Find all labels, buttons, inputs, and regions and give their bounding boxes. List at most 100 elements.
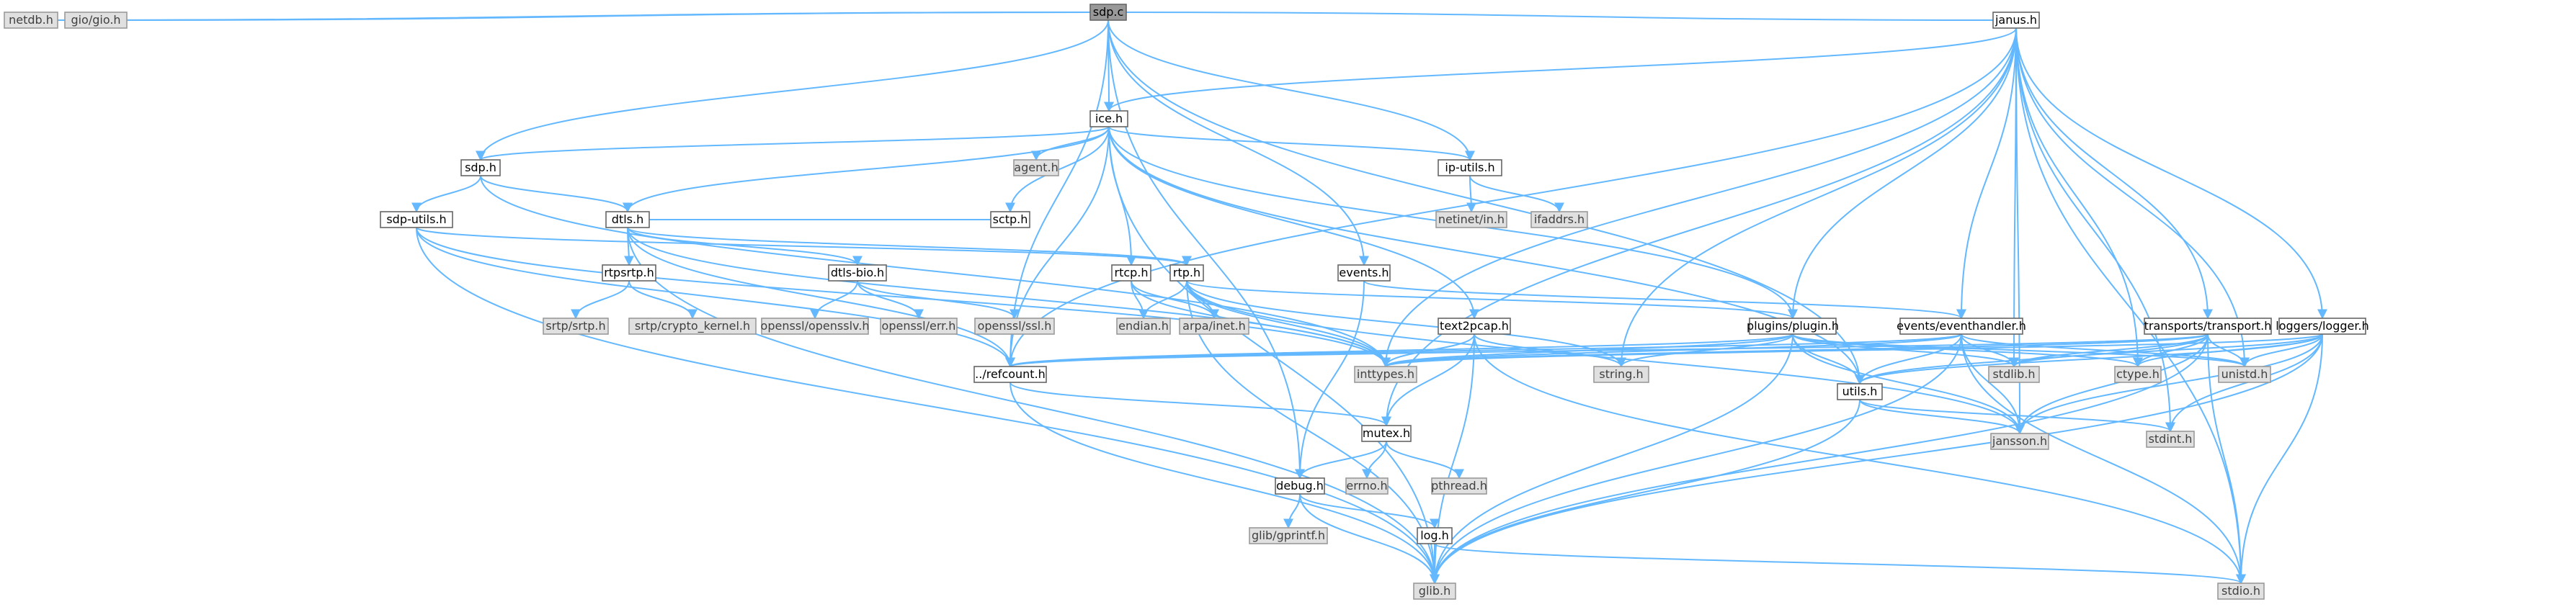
- node-ifaddrs: ifaddrs.h: [1530, 211, 1588, 228]
- node-utils[interactable]: utils.h: [1837, 383, 1883, 400]
- node-box: [1837, 383, 1883, 400]
- node-label: string.h: [1599, 367, 1643, 381]
- node-label: pthread.h: [1431, 479, 1487, 493]
- node-inttypes: inttypes.h: [1354, 366, 1417, 383]
- edge-janus-to-inttypes: [1381, 27, 2017, 368]
- node-label: rtp.h: [1173, 266, 1200, 279]
- node-box: [1345, 477, 1389, 495]
- edge-sdp-to-inttypes: [480, 175, 1391, 368]
- node-logger[interactable]: loggers/logger.h: [2276, 318, 2369, 335]
- node-label: stdlib.h: [1992, 367, 2035, 381]
- node-sdp-c[interactable]: sdp.c: [1089, 4, 1127, 21]
- node-label: ip-utils.h: [1445, 161, 1494, 174]
- node-box: [2146, 431, 2195, 448]
- node-srtpsrtp: srtp/srtp.h: [543, 318, 609, 335]
- node-box: [1530, 211, 1588, 228]
- node-text2pcap[interactable]: text2pcap.h: [1438, 318, 1511, 335]
- node-rtpsrtp[interactable]: rtpsrtp.h: [602, 264, 656, 282]
- node-transport[interactable]: transports/transport.h: [2144, 318, 2272, 335]
- edge-eventhandler-to-jansson: [1961, 333, 2025, 435]
- edge-eventhandler-to-glib: [1430, 333, 1962, 585]
- edge-sdp-to-sdputils: [411, 175, 481, 213]
- node-box: [828, 264, 887, 282]
- edge-janus-to-eventhandler: [1956, 27, 2017, 320]
- node-label: sdp-utils.h: [386, 212, 446, 226]
- node-sctp[interactable]: sctp.h: [990, 211, 1030, 228]
- node-refcount[interactable]: ../refcount.h: [973, 366, 1047, 383]
- node-label: mutex.h: [1363, 426, 1410, 440]
- edge-logger-to-utils: [1855, 333, 2323, 385]
- node-events[interactable]: events.h: [1337, 264, 1391, 282]
- edge-sdp_c-to-debug: [1107, 19, 1305, 480]
- edge-rtpsrtp-to-srtpcryptokernel: [628, 280, 698, 320]
- node-box: [974, 318, 1055, 335]
- node-box: [1749, 318, 1837, 335]
- node-janus[interactable]: janus.h: [1992, 12, 2040, 29]
- node-endian: endian.h: [1116, 318, 1171, 335]
- edge-mutex-to-errno: [1362, 441, 1387, 480]
- node-rtp[interactable]: rtp.h: [1169, 264, 1204, 282]
- node-sdp[interactable]: sdp.h: [460, 159, 501, 176]
- edge-text2pcap-to-stdio: [1474, 333, 2246, 585]
- node-box: [605, 211, 650, 228]
- node-label: ctype.h: [2116, 367, 2160, 381]
- node-box: [1413, 583, 1456, 600]
- node-stdint: stdint.h: [2146, 431, 2195, 448]
- node-label: debug.h: [1276, 479, 1324, 493]
- node-box: [1593, 366, 1649, 383]
- node-box: [2217, 583, 2265, 600]
- node-box: [1417, 527, 1453, 544]
- node-debug[interactable]: debug.h: [1275, 477, 1325, 495]
- node-mutex[interactable]: mutex.h: [1361, 425, 1412, 442]
- node-unistd: unistd.h: [2218, 366, 2271, 383]
- edge-utils-to-glib: [1430, 399, 1860, 585]
- node-arpainet: arpa/inet.h: [1179, 318, 1249, 335]
- edge-debug-to-glib: [1299, 493, 1440, 585]
- node-label: srtp/srtp.h: [545, 319, 605, 333]
- node-box: [761, 318, 869, 335]
- edge-sdp_c-to-refcount: [1005, 19, 1109, 368]
- edge-mutex-to-pthread: [1386, 441, 1464, 480]
- edge-sdp-to-dtls: [480, 175, 633, 213]
- node-log[interactable]: log.h: [1417, 527, 1453, 544]
- node-label: unistd.h: [2221, 367, 2268, 381]
- node-label: transports/transport.h: [2144, 319, 2272, 333]
- node-dtls[interactable]: dtls.h: [605, 211, 650, 228]
- edge-text2pcap-to-string: [1474, 333, 1626, 368]
- edge-janus-to-pluginsplugin: [1788, 27, 2017, 320]
- edge-text2pcap-to-glib: [1430, 333, 1475, 585]
- node-ctype: ctype.h: [2114, 366, 2162, 383]
- edge-log-to-stdio: [1434, 543, 2246, 585]
- edge-events-to-debug: [1295, 280, 1365, 480]
- node-label: openssl/opensslv.h: [761, 319, 870, 333]
- node-label: ice.h: [1095, 112, 1123, 125]
- node-label: openssl/ssl.h: [978, 319, 1052, 333]
- node-label: janus.h: [1995, 13, 2037, 27]
- node-box: [1169, 264, 1204, 282]
- node-box: [1116, 318, 1171, 335]
- node-eventhandler[interactable]: events/eventhandler.h: [1897, 318, 2026, 335]
- node-label: text2pcap.h: [1440, 319, 1509, 333]
- node-iputils[interactable]: ip-utils.h: [1438, 159, 1502, 176]
- node-box: [1431, 477, 1487, 495]
- node-rtcp[interactable]: rtcp.h: [1111, 264, 1151, 282]
- edge-janus-to-ctype: [2015, 27, 2143, 368]
- node-label: gio/gio.h: [71, 13, 120, 27]
- edge-janus-to-stdio: [2015, 27, 2246, 585]
- node-ice[interactable]: ice.h: [1089, 110, 1128, 127]
- edge-dtlsbio-to-opensslopensslv: [810, 280, 858, 320]
- edge-sdputils-to-inttypes: [416, 227, 1391, 368]
- node-glib: glib.h: [1413, 583, 1456, 600]
- node-label: endian.h: [1118, 319, 1169, 333]
- node-box: [628, 318, 757, 335]
- edge-debug-to-log: [1299, 493, 1440, 529]
- node-box: [1089, 4, 1127, 21]
- node-sdputils[interactable]: sdp-utils.h: [380, 211, 453, 228]
- node-box: [1337, 264, 1391, 282]
- node-label: dtls.h: [612, 212, 643, 226]
- node-dtlsbio[interactable]: dtls-bio.h: [828, 264, 887, 282]
- edge-pluginsplugin-to-string: [1616, 333, 1793, 368]
- node-pluginsplugin[interactable]: plugins/plugin.h: [1747, 318, 1839, 335]
- node-box: [1111, 264, 1151, 282]
- edge-events-to-eventhandler: [1363, 280, 1966, 320]
